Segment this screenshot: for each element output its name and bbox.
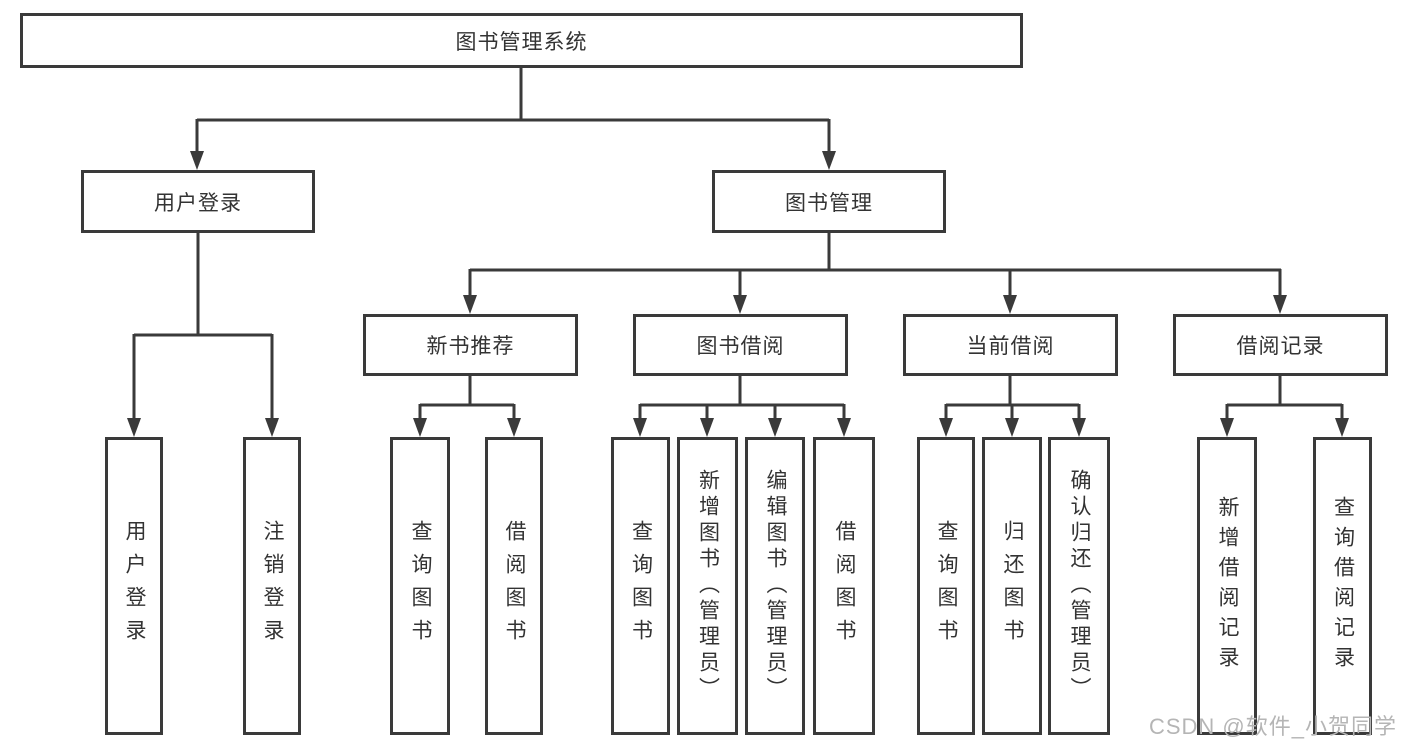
leaf-current-return-books: 归还图书	[982, 437, 1042, 735]
leaf-current-confirm-return-admin: 确认归还（管理员）	[1048, 437, 1110, 735]
leaf-borrowing-borrow-books: 借阅图书	[813, 437, 875, 735]
node-borrowing-records: 借阅记录	[1173, 314, 1388, 376]
leaf-borrowing-edit-books-admin: 编辑图书（管理员）	[745, 437, 805, 735]
node-book-management: 图书管理	[712, 170, 946, 233]
node-root: 图书管理系统	[20, 13, 1023, 68]
leaf-records-add-record: 新增借阅记录	[1197, 437, 1257, 735]
leaf-recommend-query-books: 查询图书	[390, 437, 450, 735]
leaf-borrowing-add-books-admin: 新增图书（管理员）	[677, 437, 738, 735]
watermark: CSDN @软件_小贺同学	[1148, 714, 1397, 739]
leaf-user-login: 用户登录	[105, 437, 163, 735]
node-new-book-recommend: 新书推荐	[363, 314, 578, 376]
leaf-records-query-record: 查询借阅记录	[1313, 437, 1372, 735]
leaf-recommend-borrow-books: 借阅图书	[485, 437, 543, 735]
leaf-borrowing-query-books: 查询图书	[611, 437, 670, 735]
node-current-borrowing: 当前借阅	[903, 314, 1118, 376]
node-user-login: 用户登录	[81, 170, 315, 233]
node-book-borrowing: 图书借阅	[633, 314, 848, 376]
leaf-current-query-books: 查询图书	[917, 437, 975, 735]
leaf-logout: 注销登录	[243, 437, 301, 735]
